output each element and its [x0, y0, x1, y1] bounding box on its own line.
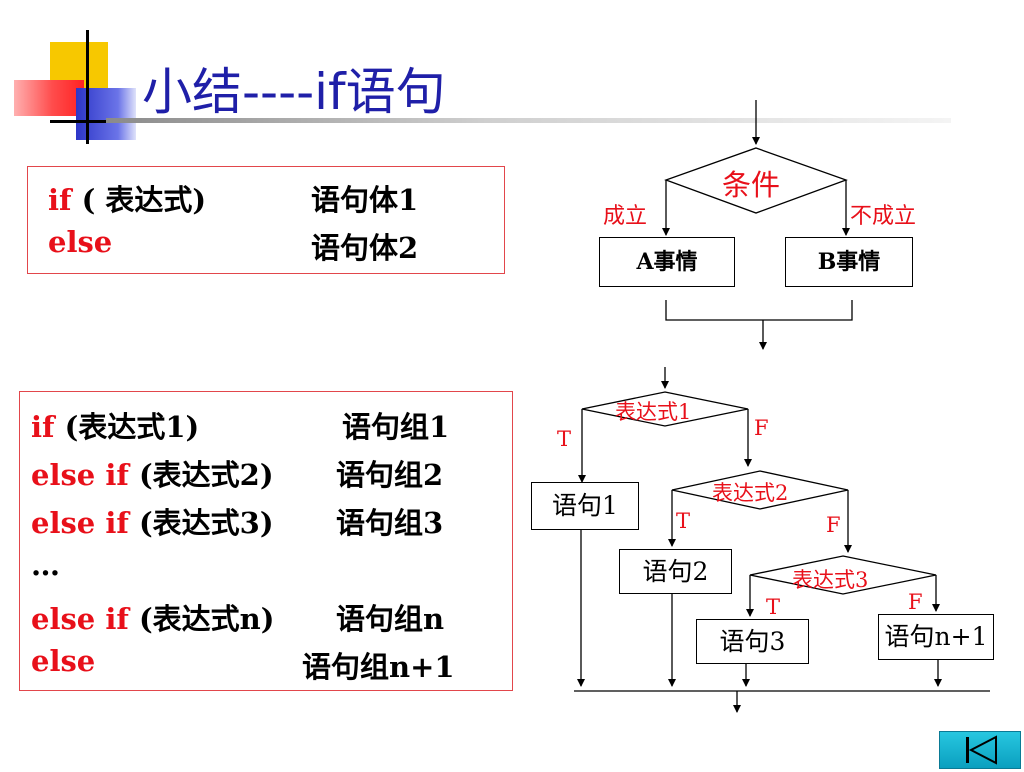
syntax-line: if ( 表达式) — [48, 177, 206, 219]
statement-group: 语句组1 — [342, 410, 450, 444]
statement-group: 语句组3 — [336, 506, 444, 540]
logo-decoration-red — [14, 80, 84, 116]
page-title: 小结----if语句 — [142, 63, 446, 121]
statement-n-plus-1-box: 语句n+1 — [878, 614, 994, 660]
keyword-if: if — [31, 410, 55, 444]
branch-true-label: 成立 — [603, 204, 648, 229]
action-b-box: B事情 — [785, 237, 913, 287]
statement-1-box: 语句1 — [531, 482, 639, 530]
keyword-if: if — [48, 183, 72, 217]
true-label: T — [766, 595, 781, 619]
ellipsis: … — [31, 548, 60, 582]
expression-1-label: 表达式1 — [615, 400, 692, 424]
false-label: F — [754, 416, 769, 440]
skip-to-start-button[interactable] — [939, 731, 1021, 769]
branch-false-label: 不成立 — [850, 204, 917, 229]
condition-text: (表达式2) — [128, 458, 274, 492]
statement-body: 语句体1 — [311, 183, 419, 217]
keyword-else: else — [31, 644, 96, 678]
statement-3-box: 语句3 — [696, 619, 809, 664]
condition-text: (表达式3) — [128, 506, 274, 540]
false-label: F — [826, 513, 841, 537]
syntax-line: else if (表达式n) — [31, 596, 274, 638]
true-label: T — [676, 509, 691, 533]
statement-group: 语句组2 — [336, 458, 444, 492]
false-label: F — [908, 590, 923, 614]
logo-decoration-line — [86, 30, 89, 144]
syntax-line: else if (表达式2) — [31, 452, 274, 494]
condition-text: ( 表达式) — [71, 183, 207, 217]
syntax-line: else — [48, 225, 112, 259]
condition-label: 条件 — [722, 168, 781, 202]
title-underline — [106, 118, 951, 123]
skip-to-start-icon — [966, 735, 997, 765]
syntax-line: if (表达式1) — [31, 404, 199, 446]
logo-decoration-line — [50, 120, 146, 123]
syntax-line: else — [31, 644, 95, 678]
statement-2-box: 语句2 — [619, 549, 732, 594]
keyword-else-if: else if — [31, 506, 129, 540]
condition-text: (表达式n) — [128, 602, 275, 636]
keyword-else-if: else if — [31, 602, 129, 636]
else-if-syntax-box: if (表达式1) 语句组1 else if (表达式2) 语句组2 else … — [19, 391, 513, 691]
keyword-else: else — [48, 225, 113, 259]
action-a-box: A事情 — [599, 237, 735, 287]
keyword-else-if: else if — [31, 458, 129, 492]
expression-2-label: 表达式2 — [712, 481, 789, 505]
expression-3-label: 表达式3 — [792, 568, 869, 592]
true-label: T — [557, 427, 572, 451]
statement-body: 语句体2 — [311, 231, 419, 265]
statement-group: 语句组n+1 — [302, 650, 455, 684]
syntax-line: else if (表达式3) — [31, 500, 274, 542]
statement-group: 语句组n — [336, 602, 445, 636]
condition-text: (表达式1) — [54, 410, 200, 444]
if-else-syntax-box: if ( 表达式) 语句体1 else 语句体2 — [27, 166, 505, 274]
